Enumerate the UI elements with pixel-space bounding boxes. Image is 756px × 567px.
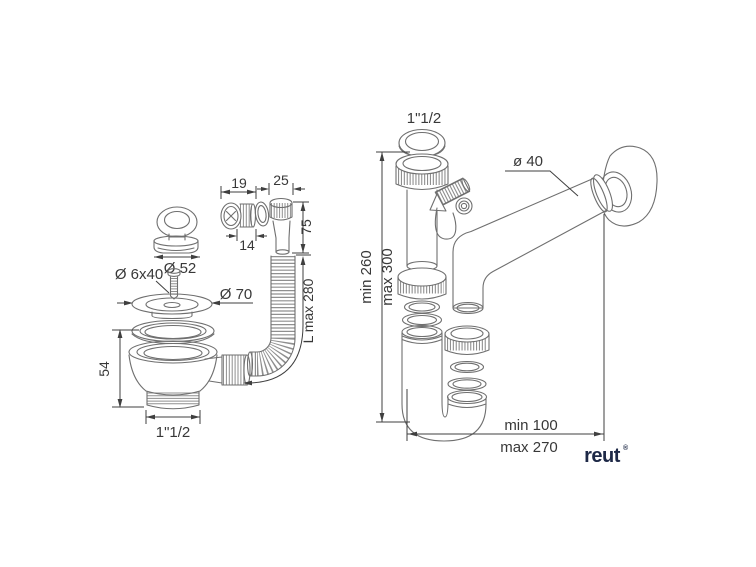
label-overflow-barrel-width: 14 [239,237,255,253]
corrugated-hose [246,255,296,377]
label-hose-length: L max 280 [300,278,316,343]
dim-overflow-barrel-width: 14 [226,229,267,253]
strainer-plug [153,206,199,254]
label-screw-size: Ø 6x40 [115,266,163,283]
label-offset-min: min 100 [504,417,557,434]
siphon-outlet-nut [444,325,490,356]
label-overflow-nut-width: 25 [273,172,289,188]
label-overflow-plug-width: 19 [231,175,247,191]
label-overflow-elbow-height: 75 [298,219,314,235]
overflow-plug [220,202,257,230]
siphon-inlet-nut [395,153,449,191]
label-outlet-diameter: ø 40 [513,153,543,170]
label-height-max: max 300 [379,248,396,306]
label-height-min: min 260 [358,250,375,303]
brand-name: reut [584,445,621,467]
wall-rosette [599,145,658,227]
strainer-body [128,340,251,410]
siphon-inlet-tube [406,189,438,272]
label-outlet-thread: 1"1/2 [156,424,191,441]
dim-siphon-offset: min 100 max 270 [406,214,605,456]
siphon-lower-nut [397,267,447,300]
brand-logo: reut ® [584,444,629,467]
overflow-gasket [254,201,270,227]
brand-mark: ® [623,444,629,452]
label-body-height: 54 [96,361,112,377]
overflow-elbow [269,197,293,255]
siphon-outlet-gaskets [447,360,487,391]
strainer-collar-ring [131,319,215,345]
dim-body-height: 54 [96,329,144,408]
dim-siphon-height: min 260 max 300 [358,151,410,423]
dim-flange-diameter: Ø 70 [117,286,253,306]
dim-hose-length: L max 280 [243,254,316,386]
dim-outlet-thread: 1"1/2 [145,410,201,441]
dim-overflow-plug-width: 19 [220,175,257,199]
dim-outlet-diameter: ø 40 [505,153,579,197]
outlet-pipe [452,174,614,315]
dim-overflow-nut-width: 25 [257,172,305,195]
label-offset-max: max 270 [500,439,558,456]
siphon-gaskets [401,300,443,328]
dim-screw-size: Ø 6x40 [115,266,170,294]
washing-machine-tap [429,177,473,240]
dim-overflow-elbow-height: 75 [292,201,314,254]
label-siphon-inlet-thread: 1"1/2 [407,110,442,127]
label-flange-diameter: Ø 70 [220,286,253,303]
strainer-screw [167,268,181,300]
strainer-flange [131,293,213,320]
